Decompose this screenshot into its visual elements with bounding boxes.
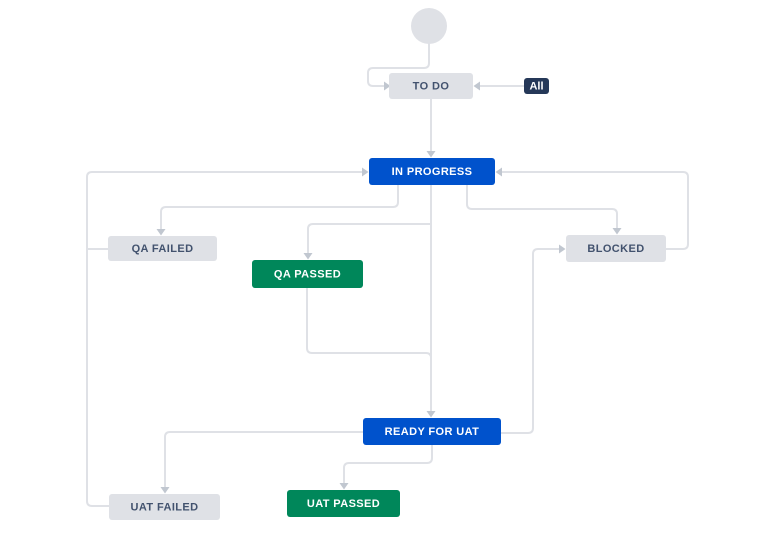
status-label: QA FAILED <box>132 243 194 255</box>
arrowhead-icon <box>426 411 436 418</box>
transition-line <box>86 171 363 507</box>
status-background <box>389 73 473 99</box>
arrowhead-icon <box>156 229 166 236</box>
transition-in-progress-to-qa-failed <box>156 184 399 236</box>
status-background <box>369 158 495 185</box>
transition-line <box>466 184 618 229</box>
status-label: UAT FAILED <box>131 502 199 514</box>
transition-line <box>501 171 689 250</box>
arrowhead-icon <box>339 483 349 490</box>
arrowhead-icon <box>384 81 391 91</box>
transition-label-all-badge[interactable]: All <box>524 78 549 94</box>
badge-background <box>524 78 549 94</box>
status-label: BLOCKED <box>587 243 644 255</box>
transition-line <box>306 287 432 366</box>
status-node-uat-failed[interactable]: UAT FAILED <box>109 494 220 520</box>
arrowhead-icon <box>303 253 313 260</box>
transition-line <box>343 444 433 484</box>
status-node-ready-for-uat[interactable]: READY FOR UAT <box>363 418 501 445</box>
status-label: QA PASSED <box>274 269 341 281</box>
transition-in-progress-to-ready-for-uat <box>426 184 436 418</box>
arrowhead-icon <box>160 487 170 494</box>
status-node-qa-passed[interactable]: QA PASSED <box>252 260 363 288</box>
status-background <box>363 418 501 445</box>
status-background <box>252 260 363 288</box>
status-node-blocked[interactable]: BLOCKED <box>566 235 666 262</box>
transition-line <box>164 431 364 488</box>
transition-in-progress-to-qa-passed <box>303 223 432 260</box>
status-node-todo[interactable]: TO DO <box>389 73 473 99</box>
transition-line <box>500 248 560 434</box>
transition-blocked-to-in-progress <box>495 167 689 250</box>
arrowhead-icon <box>426 151 436 158</box>
status-background <box>108 236 217 261</box>
status-label: IN PROGRESS <box>392 166 473 178</box>
transition-all-to-todo <box>473 81 525 91</box>
status-label: UAT PASSED <box>307 498 380 510</box>
arrowhead-icon <box>473 81 480 91</box>
arrowhead-icon <box>495 167 502 177</box>
arrowhead-icon <box>612 228 622 235</box>
status-node-in-progress[interactable]: IN PROGRESS <box>369 158 495 185</box>
transition-in-progress-to-blocked <box>466 184 622 235</box>
status-label: READY FOR UAT <box>385 426 480 438</box>
status-background <box>566 235 666 262</box>
status-node-qa-failed[interactable]: QA FAILED <box>108 236 217 261</box>
transition-failed-loop-to-in-progress <box>86 167 369 507</box>
arrowhead-icon <box>362 167 369 177</box>
transition-line <box>367 43 430 87</box>
transition-ready-for-uat-to-blocked <box>500 244 566 434</box>
status-background <box>109 494 220 520</box>
status-node-uat-passed[interactable]: UAT PASSED <box>287 490 400 517</box>
start-node[interactable] <box>411 8 447 44</box>
status-label: TO DO <box>413 81 450 93</box>
transition-line <box>307 223 432 254</box>
transition-ready-for-uat-to-uat-passed <box>339 444 433 490</box>
status-background <box>287 490 400 517</box>
transition-qa-passed-merge <box>306 287 432 366</box>
transition-line <box>160 184 399 230</box>
transition-start-to-todo <box>367 43 430 91</box>
badge-label: All <box>529 81 543 93</box>
transition-todo-to-in-progress <box>426 98 436 158</box>
transition-ready-for-uat-to-uat-failed <box>160 431 364 494</box>
arrowhead-icon <box>559 244 566 254</box>
